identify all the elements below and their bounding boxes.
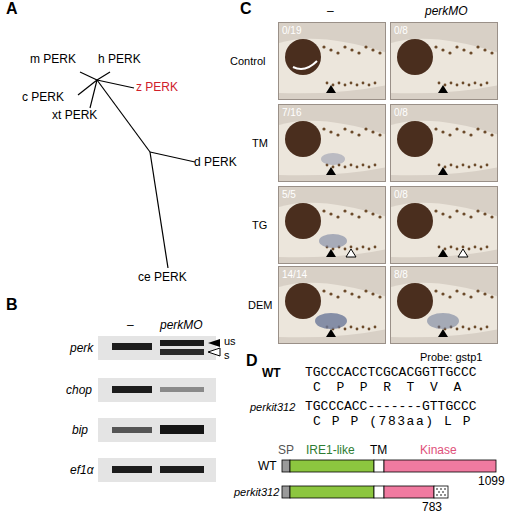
embryo-image-panel: 0/8 <box>390 186 498 264</box>
domain-label: SP <box>278 443 294 457</box>
count-label: 0/8 <box>394 107 408 118</box>
count-label: 0/19 <box>282 25 301 36</box>
gel-image <box>98 336 220 482</box>
residue-number: 1099 <box>478 474 505 488</box>
gel-label: us <box>224 334 236 348</box>
count-label: 5/5 <box>282 189 296 200</box>
column-header: perkMO <box>425 4 468 18</box>
row-label: TM <box>252 136 268 150</box>
count-label: 14/14 <box>282 269 307 280</box>
embryo-image-panel: 5/5 <box>278 186 386 264</box>
phylogenetic-tree <box>78 72 195 268</box>
sequence-text: WT <box>262 366 281 380</box>
embryo-image-panel: 0/8 <box>390 22 498 100</box>
embryo-image-panel: 8/8 <box>390 266 498 344</box>
tree-label: m PERK <box>30 52 76 66</box>
tree-label: c PERK <box>22 90 64 104</box>
gel-label: ef1α <box>70 463 94 477</box>
count-label: 0/8 <box>394 189 408 200</box>
count-label: 7/16 <box>282 107 301 118</box>
row-label: Probe: gstp1 <box>420 350 482 364</box>
domain-label: perkit312 <box>234 485 279 499</box>
domain-diagram <box>282 460 496 498</box>
gel-label: chop <box>66 383 92 397</box>
panel-letter: B <box>6 298 18 312</box>
gel-label: s <box>224 348 230 362</box>
embryo-image-panel: 7/16 <box>278 104 386 182</box>
column-header: perkMO <box>160 318 203 332</box>
panel-letter: D <box>246 354 258 368</box>
tree-label: d PERK <box>194 155 237 169</box>
domain-label: IRE1-like <box>306 443 355 457</box>
tree-label: ce PERK <box>138 270 187 284</box>
row-label: TG <box>252 218 267 232</box>
tree-label: xt PERK <box>52 108 97 122</box>
panel-letter: C <box>240 2 252 16</box>
column-header: – <box>327 4 334 18</box>
tree-label: z PERK <box>136 80 178 94</box>
embryo-image-panel: 0/8 <box>390 104 498 182</box>
count-label: 8/8 <box>394 269 408 280</box>
residue-number: 783 <box>422 500 442 514</box>
embryo-image-panel: 0/19 <box>278 22 386 100</box>
sequence-text: TGCCCACC-------GTTGCCC <box>305 400 477 414</box>
embryo-image-panel: 14/14 <box>278 266 386 344</box>
domain-label: Kinase <box>420 443 457 457</box>
column-header: – <box>127 318 134 332</box>
row-label: Control <box>230 54 265 68</box>
gel-label: perk <box>70 341 93 355</box>
sequence-text: TGCCCACCTCGCACGGTTGCCC <box>305 366 477 380</box>
domain-label: TM <box>370 443 387 457</box>
sequence-text: perkit312 <box>250 400 295 414</box>
sequence-text: C P P (783aa) L P <box>313 415 472 429</box>
sequence-text: C P P R T V A <box>313 381 465 395</box>
gel-label: bip <box>72 423 88 437</box>
row-label: DEM <box>248 298 272 312</box>
tree-label: h PERK <box>98 52 141 66</box>
domain-label: WT <box>258 459 277 473</box>
panel-letter: A <box>6 2 18 16</box>
count-label: 0/8 <box>394 25 408 36</box>
